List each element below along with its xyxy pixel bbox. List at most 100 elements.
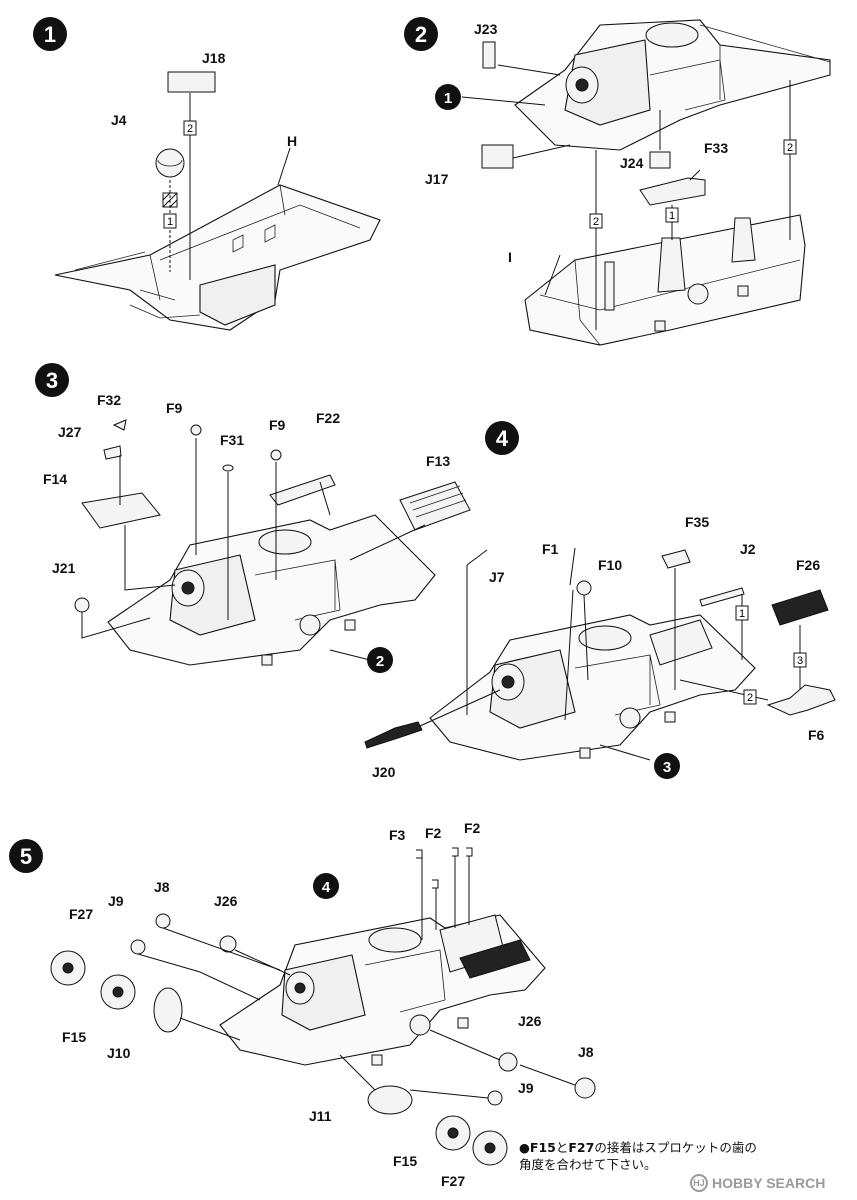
label-j2: J2 — [740, 541, 756, 557]
label-f26: F26 — [796, 557, 820, 573]
step-number-4: 4 — [496, 426, 509, 451]
label-j24: J24 — [620, 155, 644, 171]
step-5: 5 — [9, 820, 596, 1189]
ref-badge-1 — [435, 84, 461, 110]
label-j9-left: J9 — [108, 893, 124, 909]
step-badge-3 — [35, 363, 69, 397]
step-badge-5 — [9, 839, 43, 873]
svg-text:1: 1 — [739, 608, 745, 620]
step-number-3: 3 — [46, 368, 58, 393]
note-bullet: ● — [519, 1140, 530, 1155]
label-f15-left: F15 — [62, 1029, 86, 1045]
label-j8-right: J8 — [578, 1044, 594, 1060]
label-j23: J23 — [474, 21, 498, 37]
part-j18 — [167, 71, 216, 93]
label-j26-left: J26 — [214, 893, 238, 909]
svg-text:2: 2 — [747, 692, 753, 704]
part-j10 — [153, 987, 183, 1033]
part-j8-right — [574, 1077, 596, 1099]
step-3: 3 2 F32 F9 — [35, 363, 471, 673]
label-f35: F35 — [685, 514, 709, 530]
label-j26-right: J26 — [518, 1013, 542, 1029]
svg-text:2: 2 — [593, 216, 599, 228]
label-f6: F6 — [808, 727, 825, 743]
step-badge-4 — [485, 421, 519, 455]
label-j21: J21 — [52, 560, 76, 576]
part-j26-right — [498, 1052, 518, 1072]
part-j24 — [649, 151, 671, 169]
label-i: I — [508, 249, 512, 265]
part-f1 — [569, 547, 576, 586]
step-badge-2 — [404, 17, 438, 51]
step-number-1: 1 — [44, 22, 56, 47]
upper-hull — [514, 19, 831, 151]
step-badge-1 — [33, 17, 67, 51]
part-f6 — [766, 684, 836, 716]
hull-part-h — [54, 184, 381, 331]
part-j7 — [466, 549, 488, 566]
label-f14: F14 — [43, 471, 67, 487]
part-f3 — [416, 849, 423, 859]
label-f2b: F2 — [464, 820, 481, 836]
svg-text:1: 1 — [669, 210, 675, 222]
ref-badge-2 — [367, 647, 393, 673]
label-f32: F32 — [97, 392, 121, 408]
seq-2: 2 — [187, 123, 193, 135]
label-j18: J18 — [202, 50, 226, 66]
part-f14 — [81, 492, 161, 529]
label-f9b: F9 — [269, 417, 286, 433]
seq-1: 1 — [167, 216, 173, 228]
part-f33 — [639, 177, 706, 206]
ref-number-4: 4 — [322, 879, 331, 896]
hull-assembly-4 — [429, 614, 756, 761]
label-f27-left: F27 — [69, 906, 93, 922]
part-f22 — [269, 474, 336, 506]
svg-text:2: 2 — [787, 142, 793, 154]
label-f15-right: F15 — [393, 1153, 417, 1169]
hull-assembly-5 — [219, 914, 546, 1066]
part-f2b — [452, 847, 459, 857]
watermark-logo-icon: HJ — [690, 1174, 708, 1192]
label-f33: F33 — [704, 140, 728, 156]
label-f13: F13 — [426, 453, 450, 469]
part-j2 — [699, 587, 745, 607]
label-j8-left: J8 — [154, 879, 170, 895]
assembly-note: ●F15とF27の接着はスプロケットの歯の角度を合わせて下さい。 — [519, 1139, 769, 1173]
svg-text:3: 3 — [797, 655, 803, 667]
part-j11 — [367, 1085, 413, 1115]
watermark: HJ HOBBY SEARCH — [690, 1172, 825, 1194]
lower-hull-i — [524, 214, 806, 346]
hull-assembly-3 — [107, 514, 436, 666]
label-f10: F10 — [598, 557, 622, 573]
part-j9-right — [487, 1090, 503, 1106]
part-j4 — [155, 148, 185, 178]
step-4: 4 1 2 — [364, 421, 836, 780]
label-j11: J11 — [309, 1108, 332, 1124]
part-j9-left — [130, 939, 146, 955]
label-h: H — [287, 133, 297, 149]
label-j4: J4 — [111, 112, 127, 128]
part-j17 — [481, 144, 514, 169]
part-j26-left — [219, 935, 237, 953]
note-text: の接着はスプロケットの歯の角度を合わせて下さい。 — [519, 1140, 757, 1172]
part-j23 — [482, 41, 496, 69]
ref-number-3: 3 — [663, 759, 671, 776]
note-part-a: F15 — [529, 1140, 556, 1155]
label-f9a: F9 — [166, 400, 183, 416]
part-f32 — [112, 419, 127, 431]
part-j8-left — [155, 913, 171, 929]
label-f3: F3 — [389, 827, 406, 843]
label-f1: F1 — [542, 541, 559, 557]
part-f13 — [399, 481, 471, 531]
label-j7: J7 — [489, 569, 505, 585]
part-f31 — [222, 464, 234, 472]
step-2: 2 — [404, 17, 831, 346]
part-f26 — [771, 589, 829, 626]
label-j20: J20 — [372, 764, 396, 780]
label-f27-right: F27 — [441, 1173, 465, 1189]
step-number-2: 2 — [415, 22, 427, 47]
note-part-b: F27 — [568, 1140, 595, 1155]
label-f2a: F2 — [425, 825, 442, 841]
part-f9b — [270, 449, 282, 461]
